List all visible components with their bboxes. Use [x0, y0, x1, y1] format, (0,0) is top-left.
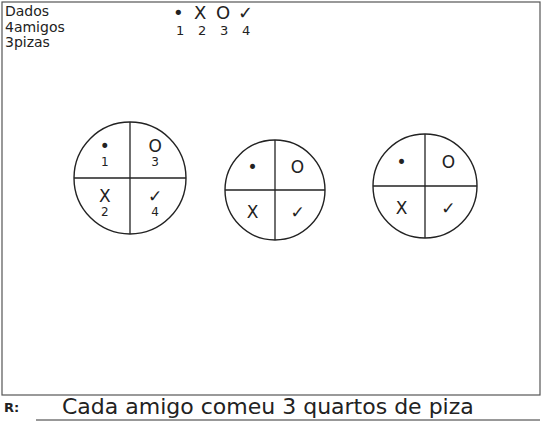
pizza-circle: •1 O3X2 ✓4	[72, 120, 188, 236]
answer-box	[2, 2, 540, 395]
pizza-quarter: ✓	[441, 200, 455, 218]
pizza-edge	[74, 122, 186, 234]
answer-text: Cada amigo comeu 3 quartos de piza	[62, 395, 474, 419]
pizza-quarter: •	[247, 159, 257, 177]
pizza-circle: • O X ✓	[371, 132, 479, 240]
key-entry: 3	[220, 24, 228, 38]
key-entry: 2	[198, 24, 206, 38]
friend-symbol: O	[442, 154, 455, 172]
pizza-edge	[225, 140, 325, 240]
friend-symbol: X	[247, 204, 259, 222]
pizza-quarter: X	[396, 200, 408, 218]
pizza-quarter: •	[397, 154, 407, 172]
friend-symbol: •	[247, 159, 257, 177]
friend-symbol: O	[148, 138, 161, 156]
key-entry: O	[216, 3, 230, 23]
friend-number: 3	[148, 155, 161, 168]
pizza-quarter: X	[247, 204, 259, 222]
given-data: 4amigos	[5, 20, 65, 35]
pizza-quarter: O3	[148, 138, 161, 168]
friend-symbol: •	[397, 154, 407, 172]
friend-number: 2	[99, 206, 111, 219]
pizza-quarter: O	[442, 154, 455, 172]
key-entry: X	[194, 3, 206, 23]
pizza-quarter: ✓	[290, 204, 304, 222]
key-entry: 1	[176, 24, 184, 38]
cut-line	[74, 177, 186, 178]
given-data: 3pizas	[5, 35, 50, 50]
key-entry: 4	[242, 24, 250, 38]
friend-symbol: O	[291, 159, 304, 177]
cut-line	[373, 185, 477, 186]
key-entry: •	[173, 3, 184, 23]
friend-symbol: X	[396, 200, 408, 218]
pizza-outline	[223, 138, 327, 242]
friend-number: 4	[148, 206, 162, 219]
pizza-quarter: •1	[100, 138, 110, 168]
given-data: Dados	[5, 4, 49, 19]
pizza-quarter: ✓4	[148, 188, 162, 218]
friend-symbol: ✓	[290, 204, 304, 222]
friend-symbol: •	[100, 138, 110, 156]
pizza-edge	[373, 134, 477, 238]
friend-symbol: X	[99, 188, 111, 206]
friend-number: 1	[100, 155, 110, 168]
pizza-circle: • O X ✓	[223, 138, 327, 242]
answer-marker: R:	[4, 401, 19, 415]
pizza-quarter: O	[291, 159, 304, 177]
pizza-quarter: X2	[99, 188, 111, 218]
answer-underline	[36, 420, 540, 421]
key-entry: ✓	[238, 3, 253, 23]
friend-symbol: ✓	[148, 188, 162, 206]
pizza-outline	[72, 120, 188, 236]
cut-line	[225, 189, 325, 190]
pizza-outline	[371, 132, 479, 240]
friend-symbol: ✓	[441, 200, 455, 218]
